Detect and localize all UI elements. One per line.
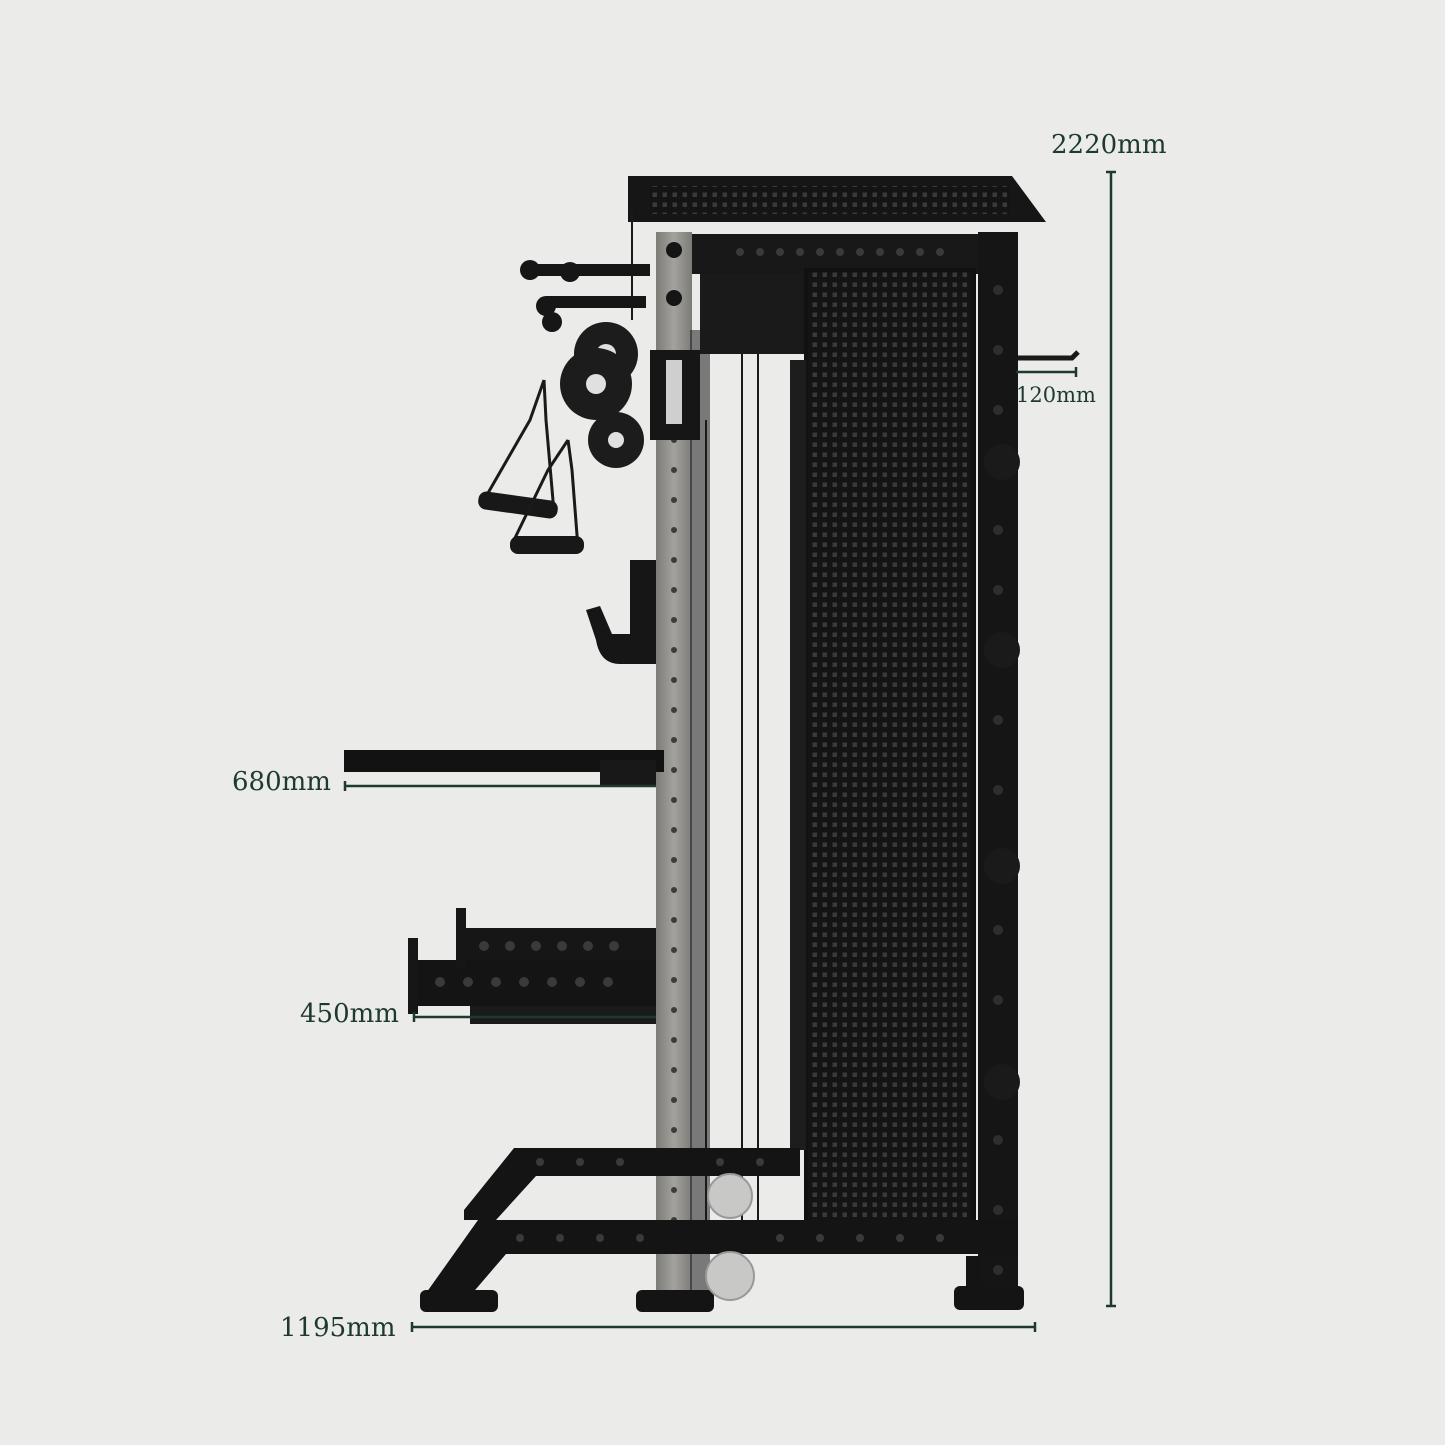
rack-base (420, 1148, 1024, 1312)
safety-height-dimension-label: 450mm (300, 999, 399, 1029)
power-rack-illustration (344, 176, 1080, 1312)
weight-stack-shroud (806, 270, 974, 1225)
safety-arm-front (414, 960, 656, 1006)
base-width-dimension-label: 1195mm (280, 1313, 395, 1343)
j-hook (586, 560, 656, 664)
offset-dimension-label: 120mm (1016, 383, 1096, 407)
spotter-arm (344, 750, 664, 772)
hook-height-dimension-label: 680mm (232, 767, 331, 797)
height-dimension-label: 2220mm (1051, 130, 1166, 160)
cable-handles (478, 379, 584, 554)
dimension-annotations: 2220mm 120mm 680mm 450mm 1195mm (232, 130, 1166, 1343)
